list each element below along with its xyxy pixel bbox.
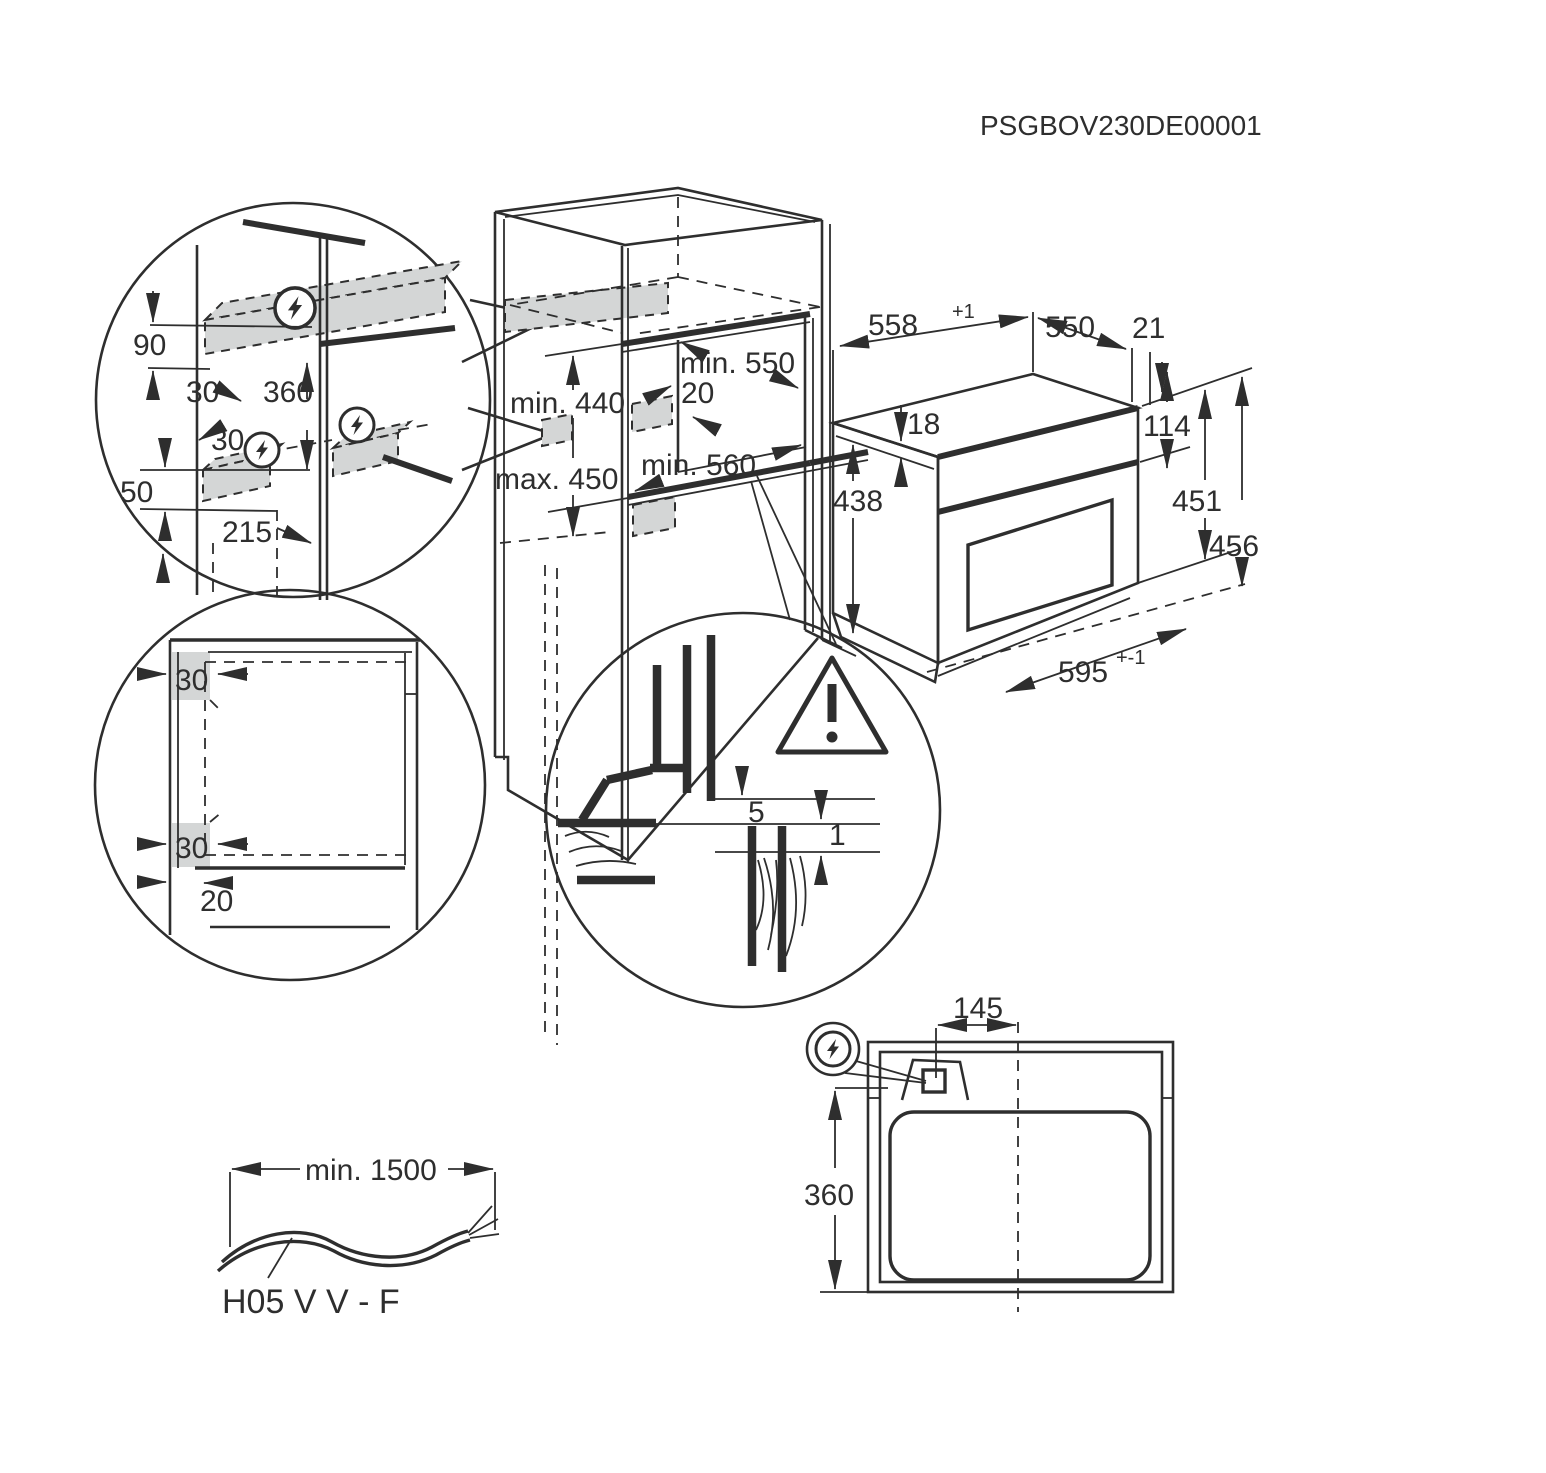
dim-550: 550 [1045,311,1095,344]
dim-360-top-view: 360 [804,1179,854,1212]
plan-view-detail-circle: 30 30 20 [93,588,487,982]
dim-50: 50 [120,476,153,509]
electrical-connection-icon [814,1030,852,1068]
front-connection-strip [541,412,573,448]
dim-1: 1 [829,819,846,852]
oven-control-panel-line [937,459,1139,515]
oven-side-face [831,421,940,666]
connection-zone-small [202,453,271,503]
dim-595: 595 [1058,656,1108,689]
base-reference-line [926,583,1246,673]
niche-wall-strip [631,394,673,434]
dim-215: 215 [222,516,272,549]
drawing-code: PSGBOV230DE00001 [980,110,1262,141]
cable-wave [220,1229,469,1264]
cabinet-outline-plan [866,1040,1175,1294]
dim-min-550: min. 550 [680,347,795,380]
tall-cabinet: min. 440 max. 450 min. 550 20 min. 560 [493,186,869,1045]
dim-20-plan: 20 [200,885,233,918]
dim-min-560: min. 560 [641,449,756,482]
wood-grain [755,855,807,957]
terminal-box [921,1068,947,1094]
dim-90: 90 [133,329,166,362]
terminal-area [900,1058,970,1101]
power-cable: min. 1500 H05 V V - F [216,1154,500,1321]
dim-30-mid: 30 [211,424,244,457]
dim-30-top: 30 [186,376,219,409]
detail-circle-outline [94,201,492,599]
dim-min-440: min. 440 [510,387,625,420]
dim-558: 558 [868,309,918,342]
electrical-connection-icon [243,431,281,469]
dim-145: 145 [953,992,1003,1025]
electrical-connection-icon [273,286,317,330]
dim-558-tolerance: +1 [952,301,975,323]
cabinet-top-face [494,186,823,247]
top-view: 145 360 [804,992,1175,1312]
dim-595-tolerance: +-1 [1116,647,1145,669]
dim-20: 20 [681,377,714,410]
dim-438: 438 [833,485,883,518]
warning-icon [775,655,889,755]
dim-451: 451 [1172,485,1222,518]
oven-top-rim [937,405,1139,460]
dim-30-plan-top: 30 [175,664,208,697]
detail-circle-outline [544,611,942,1009]
oven-outline-plan [878,1050,1164,1284]
dim-max-450: max. 450 [495,463,618,496]
wood-grain [564,830,637,867]
wall-connection-detail-circle: 90 30 360 30 50 215 [94,201,557,600]
cable-type-label: H05 V V - F [222,1283,400,1321]
oven-cavity-plan [888,1110,1152,1282]
dim-min-1500: min. 1500 [305,1154,437,1187]
niche-floor-strip [632,495,676,538]
dim-18: 18 [907,408,940,441]
gap-detail-circle: 5 1 [544,611,942,1009]
dim-5: 5 [748,796,765,829]
wire-ends [467,1205,500,1239]
dim-21: 21 [1132,312,1165,345]
dim-114: 114 [1143,410,1191,443]
connection-zone-front-face [204,276,446,356]
detail-circle-outline [93,588,487,982]
dim-30-plan-bottom: 30 [175,832,208,865]
electrical-connection-icon [338,406,376,444]
cable-wave [216,1238,471,1273]
connection-zone-small [332,431,399,478]
oven-isometric: 558 +1 550 21 18 438 114 451 456 [828,301,1259,693]
dim-456: 456 [1209,530,1259,563]
dim-360: 360 [263,376,313,409]
oven-door-window [966,497,1114,633]
